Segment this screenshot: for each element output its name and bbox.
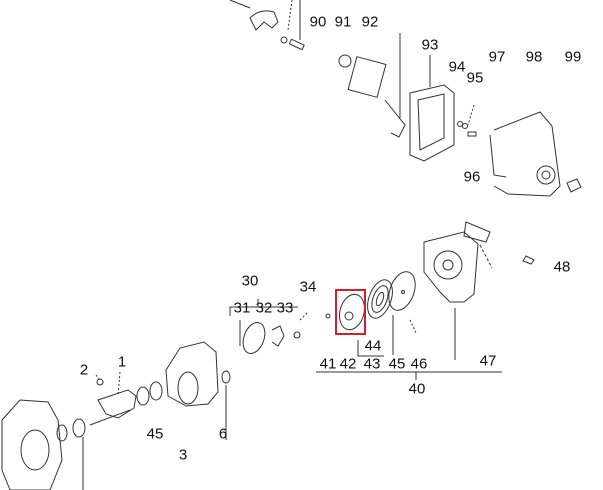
part-label-40[interactable]: 40 [408,380,426,398]
part-label-42[interactable]: 42 [339,355,357,373]
part-label-46[interactable]: 46 [410,355,428,373]
part-label-1[interactable]: 1 [117,353,127,371]
part-label-48[interactable]: 48 [553,258,571,276]
part-label-90[interactable]: 90 [309,13,327,31]
part-label-94[interactable]: 94 [448,58,466,76]
part-label-98[interactable]: 98 [525,48,543,66]
part-label-34[interactable]: 34 [299,278,317,296]
part-label-30[interactable]: 30 [241,272,259,290]
flywheel-part [229,299,308,354]
part-label-32[interactable]: 32 [255,299,273,317]
top-bracket-part [229,0,305,51]
cylinder-block-part [136,341,231,440]
crankcase-part [1,399,86,490]
assembly-bracket-40 [316,340,502,380]
part-label-96[interactable]: 96 [463,168,481,186]
part-label-41[interactable]: 41 [319,355,337,373]
part-label-97[interactable]: 97 [488,48,506,66]
part-label-92[interactable]: 92 [361,13,379,31]
part-label-31[interactable]: 31 [233,299,251,317]
part-label-44[interactable]: 44 [364,337,382,355]
part-label-3[interactable]: 3 [178,446,188,464]
starter-housing-part [423,221,535,360]
part-label-43[interactable]: 43 [363,355,381,373]
carburetor-part [338,33,406,138]
part-label-93[interactable]: 93 [421,36,439,54]
crankshaft-part [89,371,137,426]
part-label-91[interactable]: 91 [334,13,352,31]
part-label-45[interactable]: 45 [146,425,164,443]
starter-pulley-part [325,293,365,331]
part-label-45-starter[interactable]: 45 [388,355,406,373]
part-label-47[interactable]: 47 [479,352,497,370]
engine-cover-part [489,111,582,197]
part-label-6[interactable]: 6 [218,425,228,443]
part-label-2[interactable]: 2 [79,361,89,379]
starter-spring-part [367,271,417,355]
part-label-95[interactable]: 95 [466,69,484,87]
filter-housing-part [409,55,477,162]
part-label-33[interactable]: 33 [276,299,294,317]
highlighted-part-box[interactable] [335,289,366,335]
part-label-99[interactable]: 99 [564,48,582,66]
